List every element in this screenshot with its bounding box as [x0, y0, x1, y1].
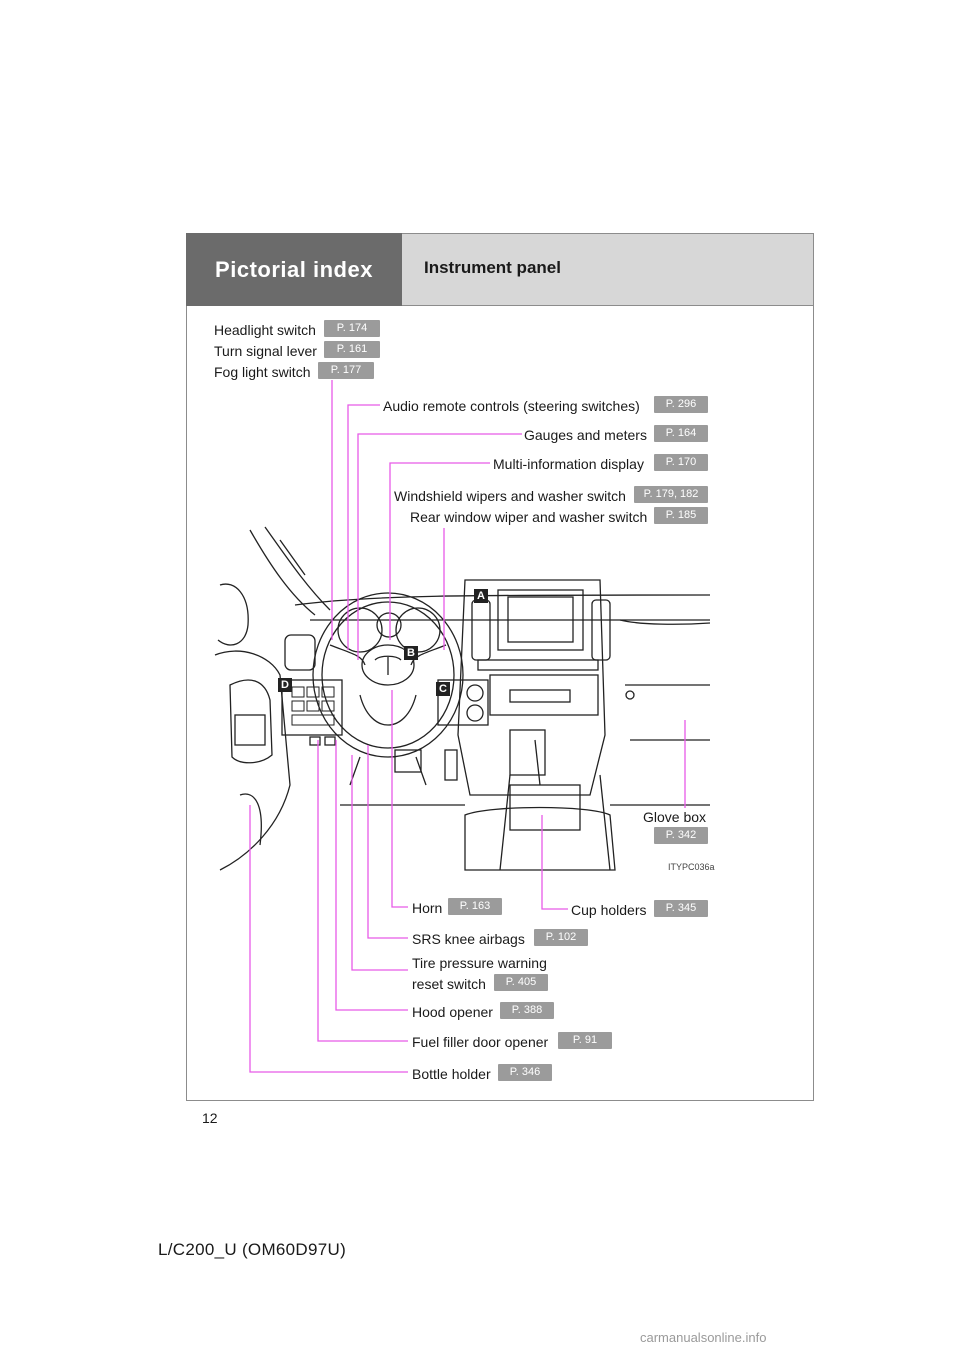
badge-knee-airbags[interactable]: P. 102 — [534, 929, 588, 946]
badge-rear-wiper[interactable]: P. 185 — [654, 507, 708, 524]
label-bottle-holder: Bottle holder — [412, 1066, 491, 1082]
label-turn-signal-lever: Turn signal lever — [214, 343, 317, 359]
marker-a: A — [474, 589, 488, 603]
page-title: Instrument panel — [424, 258, 561, 277]
badge-horn[interactable]: P. 163 — [448, 898, 502, 915]
badge-headlight-switch[interactable]: P. 174 — [324, 320, 380, 337]
marker-c: C — [436, 682, 450, 696]
section-tab: Pictorial index — [186, 233, 402, 306]
badge-gauges[interactable]: P. 164 — [654, 425, 708, 442]
badge-audio-remote[interactable]: P. 296 — [654, 396, 708, 413]
badge-fog-light-switch[interactable]: P. 177 — [318, 362, 374, 379]
badge-glove-box[interactable]: P. 342 — [654, 827, 708, 844]
label-tire-pressure-line2: reset switch — [412, 976, 486, 992]
badge-fuel-door[interactable]: P. 91 — [558, 1032, 612, 1049]
label-rear-wiper: Rear window wiper and washer switch — [410, 509, 648, 525]
header-bar: Instrument panel — [402, 233, 814, 306]
label-fuel-door: Fuel filler door opener — [412, 1034, 549, 1050]
label-wipers: Windshield wipers and washer switch — [394, 488, 626, 504]
label-gauges: Gauges and meters — [524, 427, 647, 443]
badge-turn-signal-lever[interactable]: P. 161 — [324, 341, 380, 358]
badge-hood-opener[interactable]: P. 388 — [500, 1002, 554, 1019]
badge-multi-info[interactable]: P. 170 — [654, 454, 708, 471]
watermark: carmanualsonline.info — [640, 1330, 767, 1345]
badge-wipers[interactable]: P. 179, 182 — [634, 486, 708, 503]
label-knee-airbags: SRS knee airbags — [412, 931, 525, 947]
label-hood-opener: Hood opener — [412, 1004, 493, 1020]
badge-tire-pressure[interactable]: P. 405 — [494, 974, 548, 991]
label-tire-pressure-line1: Tire pressure warning — [412, 955, 547, 971]
marker-d: D — [278, 678, 292, 692]
badge-cup-holders[interactable]: P. 345 — [654, 900, 708, 917]
label-multi-info: Multi-information display — [493, 456, 644, 472]
page-frame — [186, 233, 814, 1101]
image-code: ITYPC036a — [668, 862, 715, 872]
label-fog-light-switch: Fog light switch — [214, 364, 311, 380]
label-cup-holders: Cup holders — [571, 902, 647, 918]
document-code: L/C200_U (OM60D97U) — [158, 1240, 347, 1259]
badge-bottle-holder[interactable]: P. 346 — [498, 1064, 552, 1081]
label-headlight-switch: Headlight switch — [214, 322, 316, 338]
label-horn: Horn — [412, 900, 443, 916]
page-number: 12 — [202, 1110, 218, 1126]
dashboard-illustration — [214, 526, 710, 871]
marker-b: B — [404, 646, 418, 660]
label-glove-box: Glove box — [643, 809, 707, 825]
label-audio-remote: Audio remote controls (steering switches… — [383, 398, 640, 414]
